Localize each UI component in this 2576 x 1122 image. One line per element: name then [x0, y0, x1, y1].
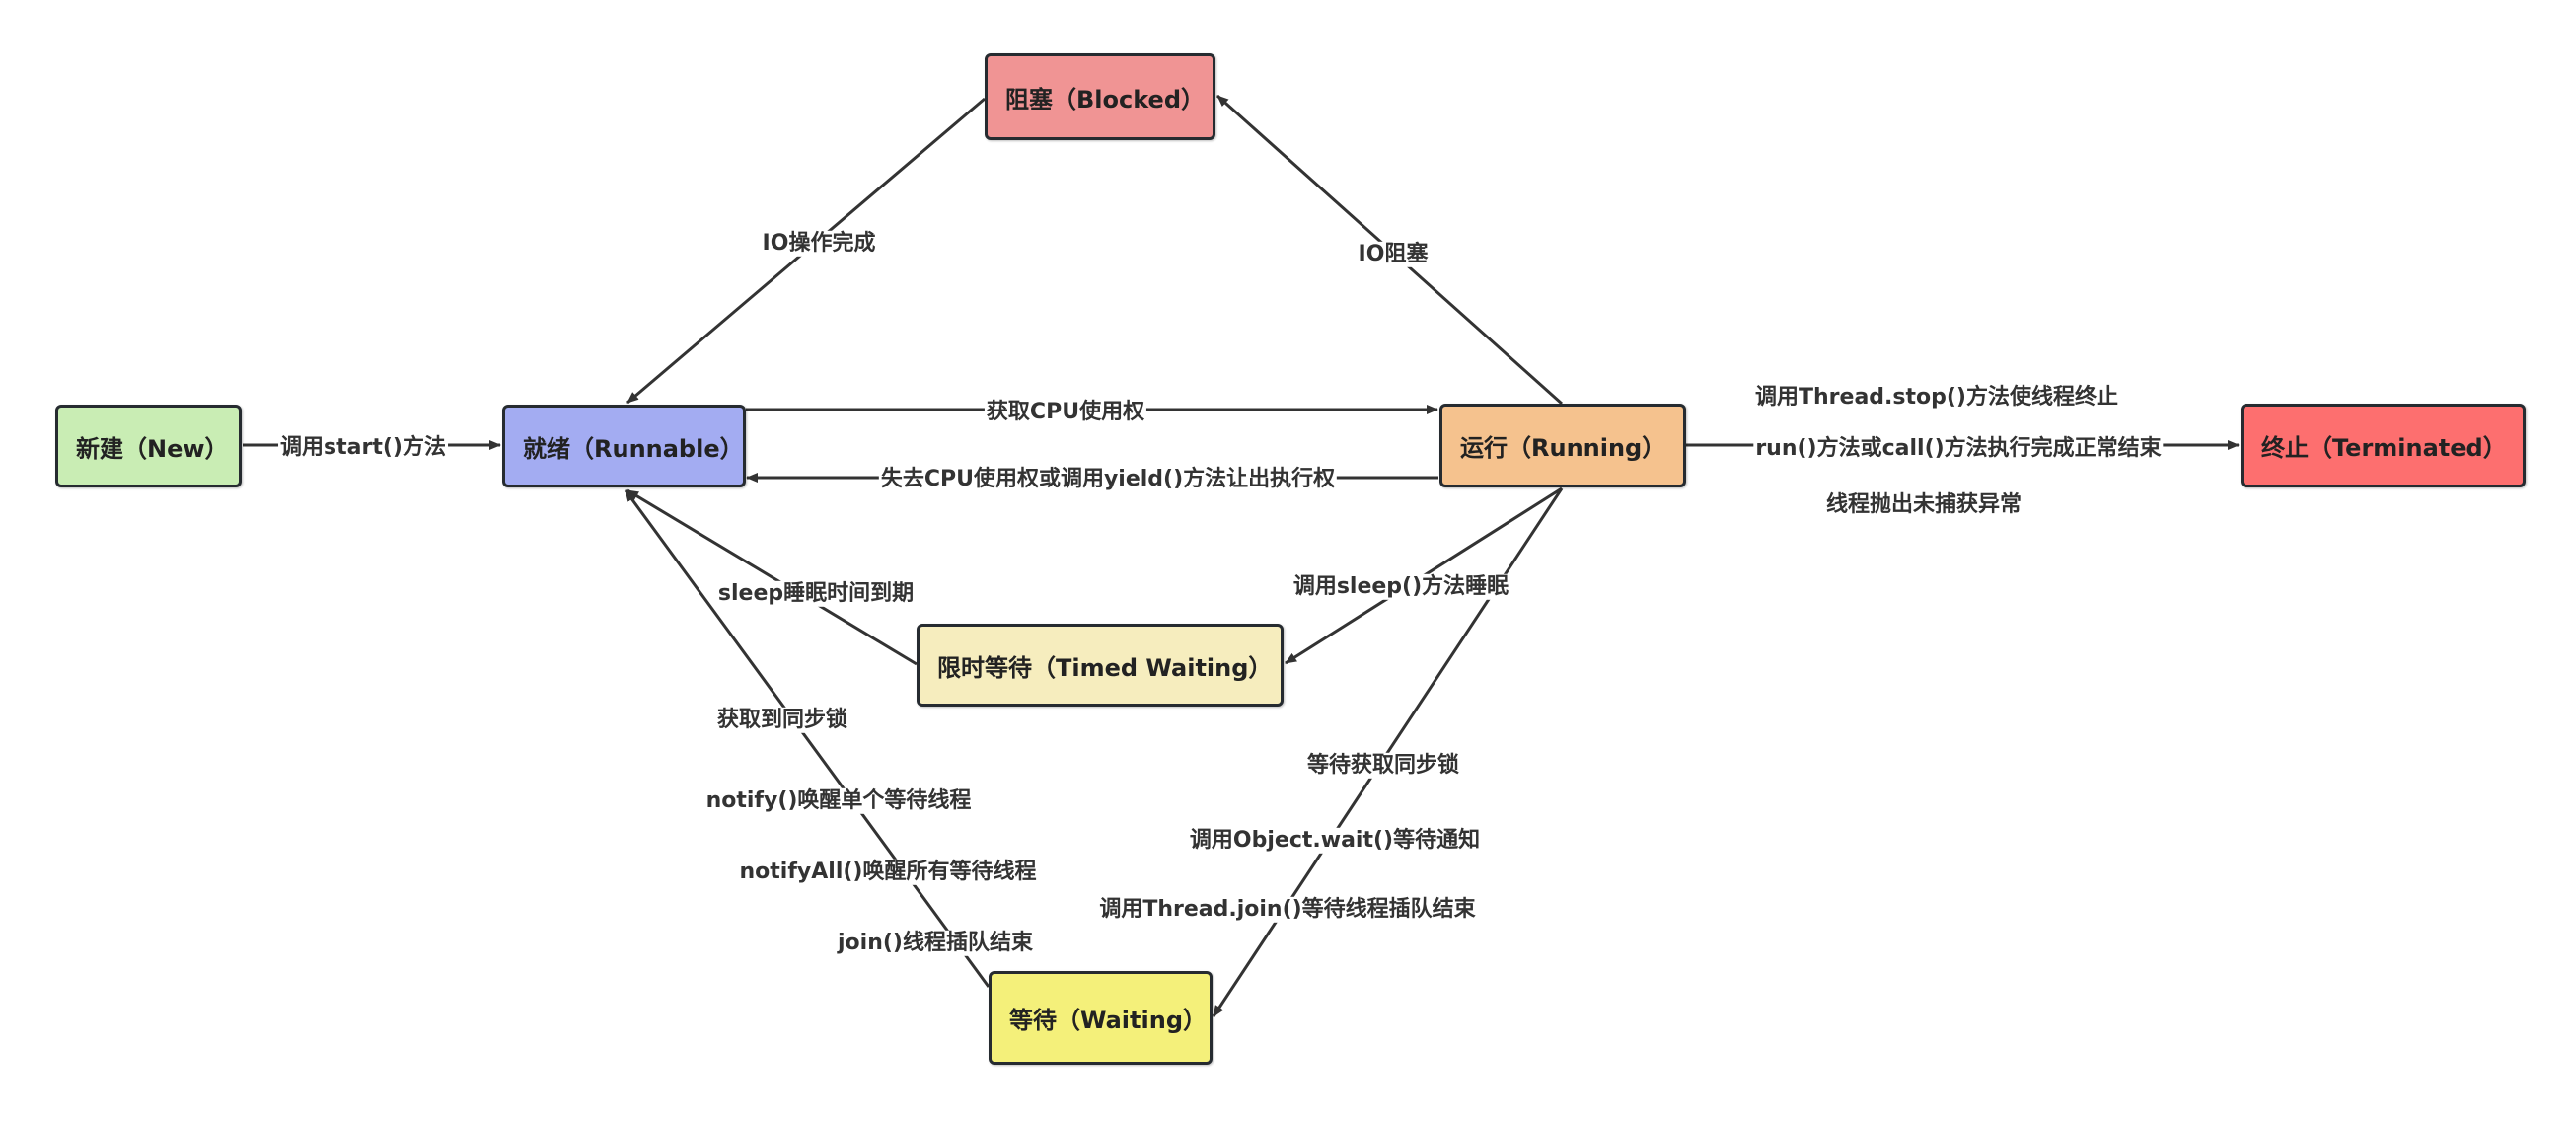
- label-object-wait: 调用Object.wait()等待通知: [1187, 827, 1483, 855]
- label-io-complete: IO操作完成: [760, 230, 878, 258]
- state-timed-waiting-label: 限时等待（Timed Waiting）: [937, 653, 1273, 682]
- state-blocked: 阻塞（Blocked）: [985, 53, 1215, 140]
- state-runnable: 就绪（Runnable）: [502, 405, 746, 487]
- state-terminated: 终止（Terminated）: [2241, 404, 2526, 487]
- label-notify: notify()唤醒单个等待线程: [703, 787, 974, 815]
- state-running: 运行（Running）: [1439, 404, 1686, 487]
- state-new-label: 新建（New）: [76, 434, 229, 463]
- label-wait-lock: 等待获取同步锁: [1304, 752, 1462, 780]
- state-runnable-label: 就绪（Runnable）: [523, 434, 744, 463]
- label-call-sleep: 调用sleep()方法睡眠: [1290, 573, 1511, 601]
- arrow-waiting-to-runnable: [624, 489, 991, 988]
- arrow-timed-waiting-to-runnable: [626, 488, 918, 666]
- label-got-lock: 获取到同步锁: [714, 707, 850, 734]
- label-io-blocked: IO阻塞: [1356, 241, 1431, 268]
- label-thread-join: 调用Thread.join()等待线程插队结束: [1097, 896, 1478, 924]
- state-waiting-label: 等待（Waiting）: [1009, 1007, 1208, 1034]
- state-terminated-label: 终止（Terminated）: [2261, 434, 2507, 462]
- state-timed-waiting: 限时等待（Timed Waiting）: [917, 624, 1284, 707]
- label-run-complete: run()方法或call()方法执行完成正常结束: [1753, 435, 2164, 463]
- label-start: 调用start()方法: [278, 434, 448, 462]
- label-lose-cpu-yield: 失去CPU使用权或调用yield()方法让出执行权: [878, 466, 1338, 493]
- state-waiting: 等待（Waiting）: [989, 971, 1213, 1065]
- label-sleep-expired: sleep睡眠时间到期: [715, 580, 917, 608]
- label-thread-stop: 调用Thread.stop()方法使线程终止: [1753, 384, 2120, 411]
- label-notify-all: notifyAll()唤醒所有等待线程: [737, 859, 1039, 886]
- label-uncaught-exception: 线程抛出未捕获异常: [1823, 491, 2024, 519]
- state-new: 新建（New）: [55, 405, 242, 487]
- label-join-finished: join()线程插队结束: [836, 930, 1035, 957]
- state-blocked-label: 阻塞（Blocked）: [1005, 85, 1206, 113]
- label-get-cpu: 获取CPU使用权: [984, 399, 1147, 426]
- state-running-label: 运行（Running）: [1460, 434, 1666, 462]
